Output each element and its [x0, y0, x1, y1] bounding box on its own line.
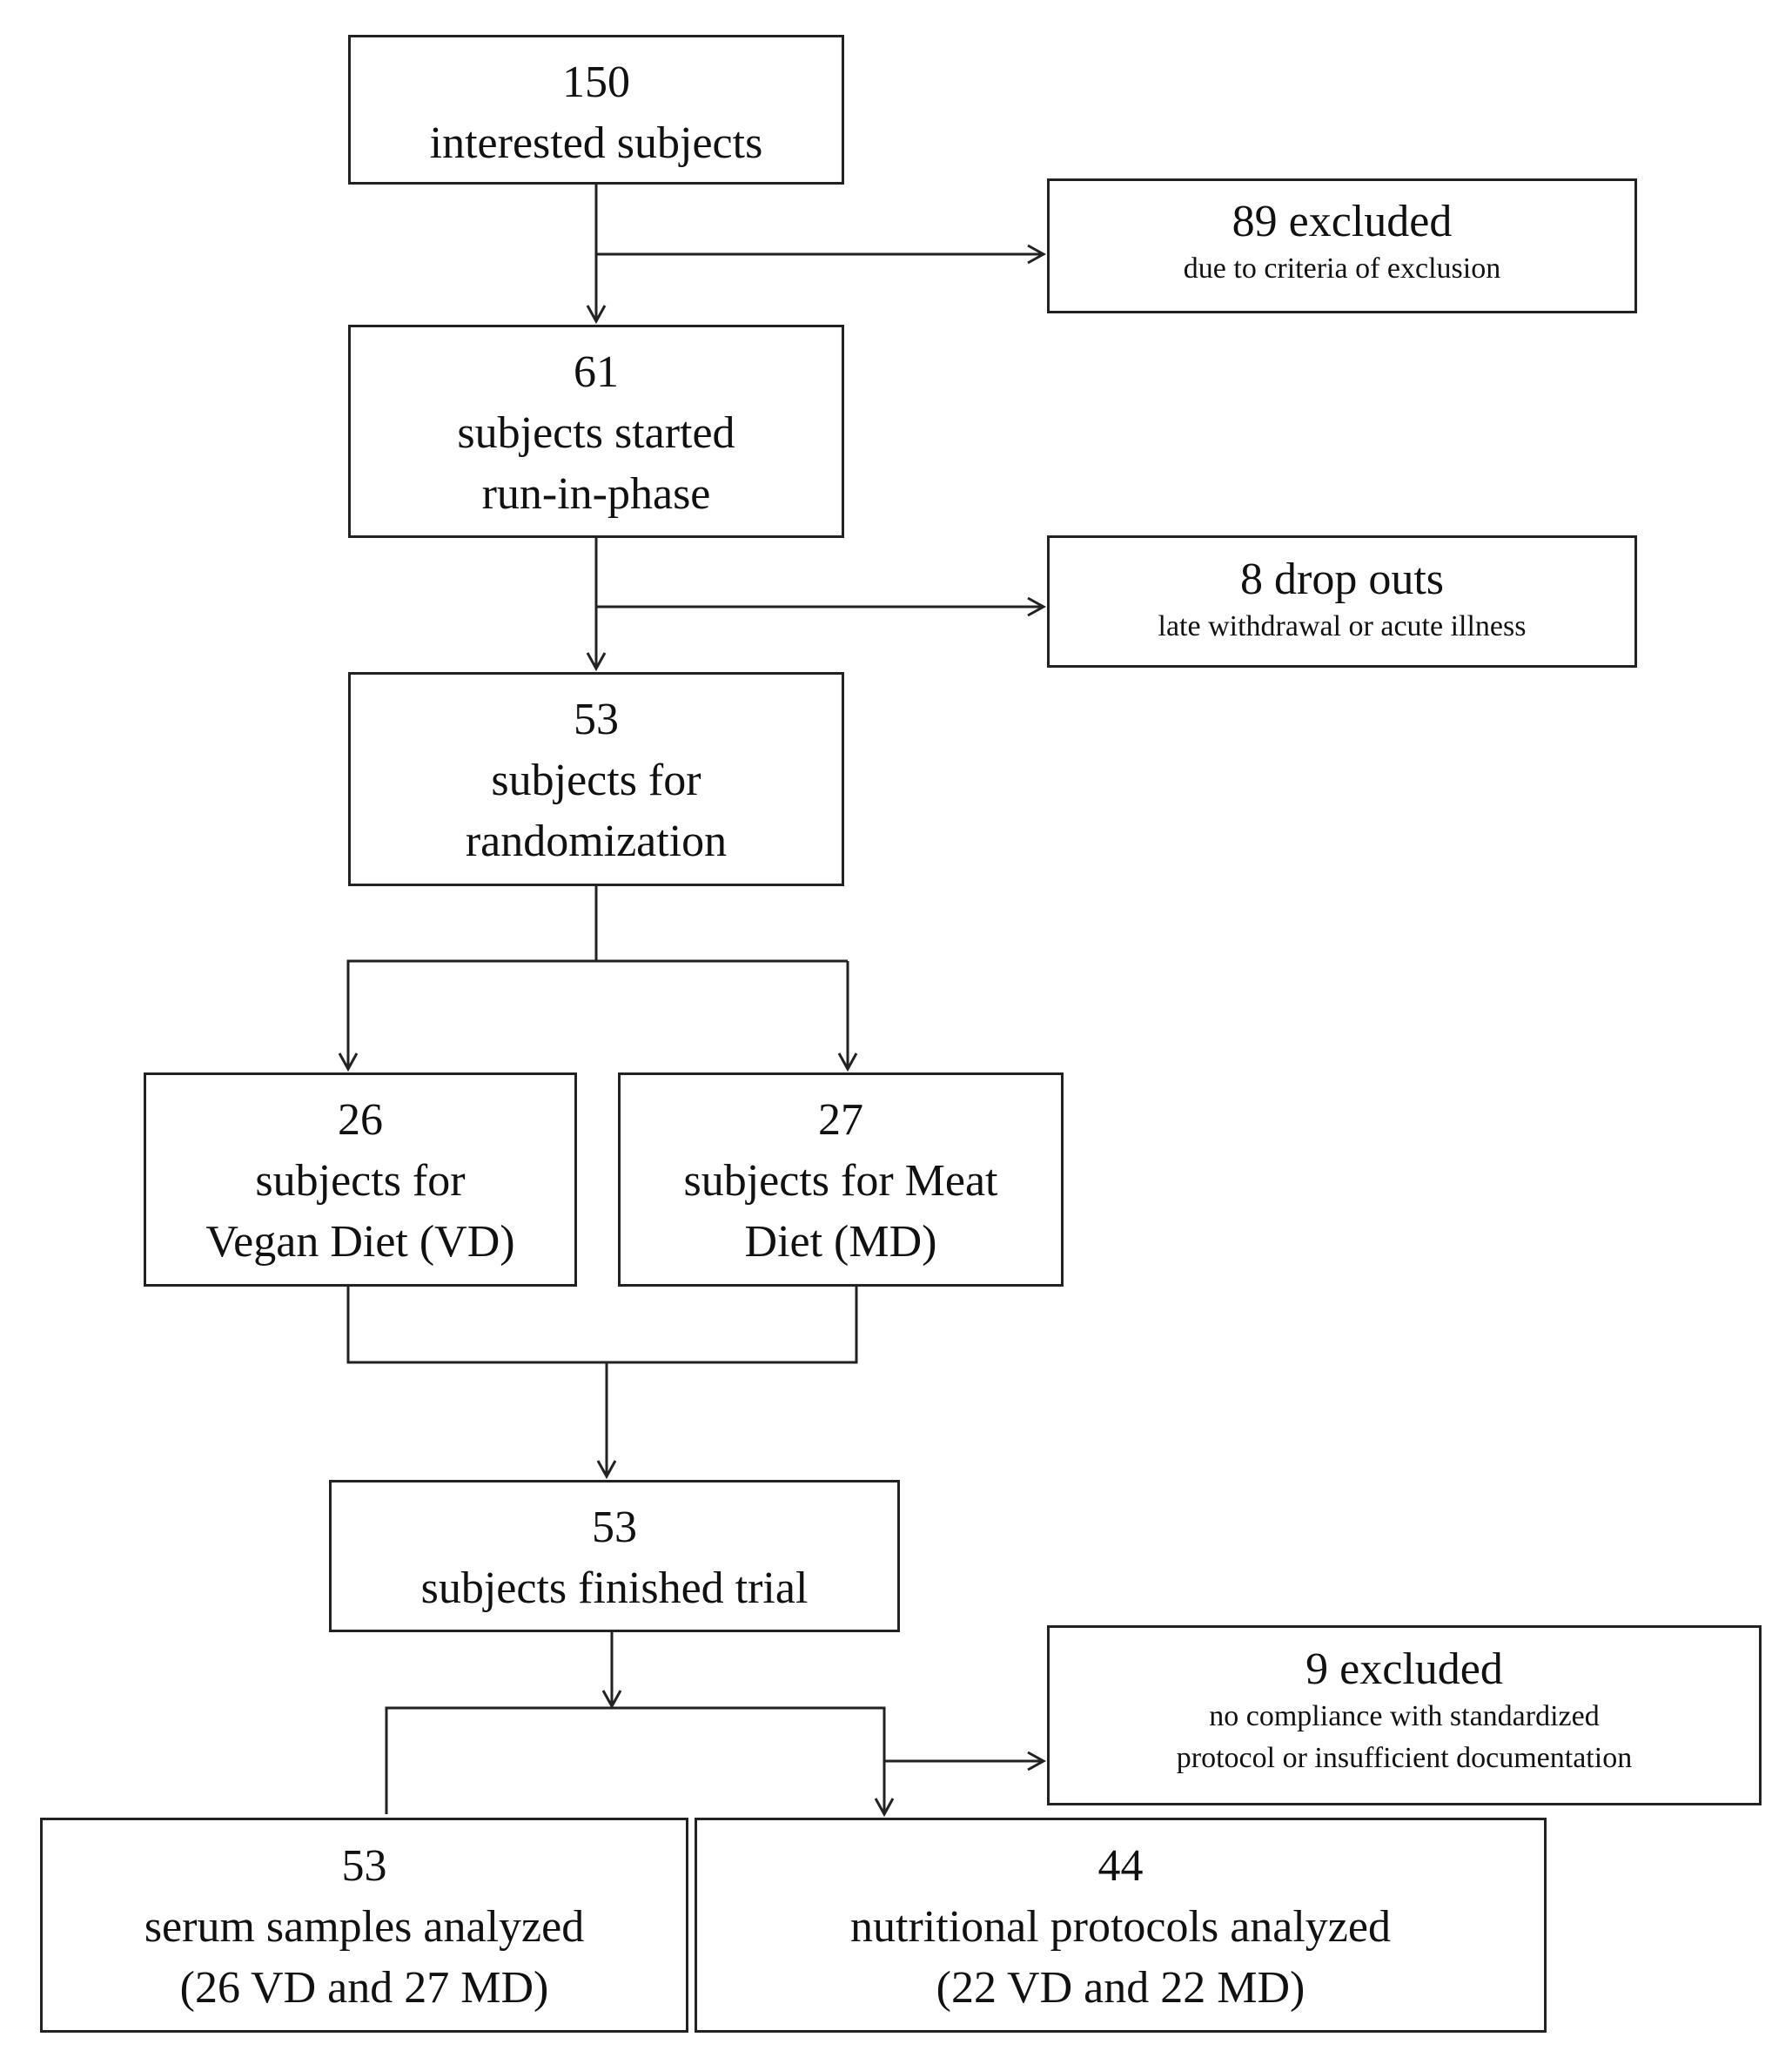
box-excluded-compliance: 9 excluded no compliance with standardiz… [1047, 1625, 1762, 1805]
vegan-line2: Vegan Diet (VD) [205, 1217, 515, 1267]
excluded-2-reason-line1: no compliance with standardized [1209, 1700, 1600, 1732]
box-randomization: 53 subjects for randomization [348, 672, 844, 886]
meat-line1: subjects for Meat [683, 1156, 998, 1206]
excluded-2-reason-line2: protocol or insufficient documentation [1176, 1742, 1633, 1774]
protocols-count: 44 [1097, 1841, 1144, 1891]
serum-line1: serum samples analyzed [144, 1902, 585, 1952]
box-serum-samples: 53 serum samples analyzed (26 VD and 27 … [40, 1818, 688, 2033]
randomization-line1: subjects for [491, 756, 701, 805]
protocols-line2: (22 VD and 22 MD) [936, 1963, 1305, 2013]
interested-count: 150 [562, 57, 630, 107]
dropouts-reason: late withdrawal or acute illness [1158, 610, 1527, 642]
runin-line2: run-in-phase [481, 469, 711, 519]
vegan-count: 26 [338, 1095, 383, 1145]
randomization-line2: randomization [465, 817, 728, 866]
box-drop-outs: 8 drop outs late withdrawal or acute ill… [1047, 535, 1637, 668]
box-excluded-criteria: 89 excluded due to criteria of exclusion [1047, 178, 1637, 313]
excluded-2-title: 9 excluded [1305, 1644, 1503, 1694]
vegan-line1: subjects for [255, 1156, 466, 1206]
runin-line1: subjects started [457, 408, 735, 458]
randomization-count: 53 [574, 695, 619, 744]
serum-count: 53 [341, 1841, 387, 1891]
excluded-1-reason: due to criteria of exclusion [1183, 252, 1501, 285]
serum-line2: (26 VD and 27 MD) [179, 1963, 549, 2013]
runin-count: 61 [574, 347, 619, 397]
dropouts-title: 8 drop outs [1240, 555, 1444, 604]
protocols-line1: nutritional protocols analyzed [850, 1902, 1391, 1952]
finished-label: subjects finished trial [420, 1563, 809, 1613]
excluded-1-title: 89 excluded [1232, 197, 1453, 246]
box-finished-trial: 53 subjects finished trial [329, 1480, 900, 1632]
meat-count: 27 [818, 1095, 863, 1145]
meat-line2: Diet (MD) [744, 1217, 937, 1267]
box-meat-diet: 27 subjects for Meat Diet (MD) [618, 1072, 1064, 1287]
split-analysis [385, 1706, 895, 1818]
split-randomization [338, 886, 598, 1072]
finished-count: 53 [592, 1503, 637, 1552]
merge-groups [346, 1287, 858, 1364]
box-interested-subjects: 150 interested subjects [348, 35, 844, 185]
box-vegan-diet: 26 subjects for Vegan Diet (VD) [144, 1072, 577, 1287]
box-run-in-phase: 61 subjects started run-in-phase [348, 325, 844, 538]
box-nutritional-protocols: 44 nutritional protocols analyzed (22 VD… [695, 1818, 1547, 2033]
interested-label: interested subjects [429, 118, 763, 168]
